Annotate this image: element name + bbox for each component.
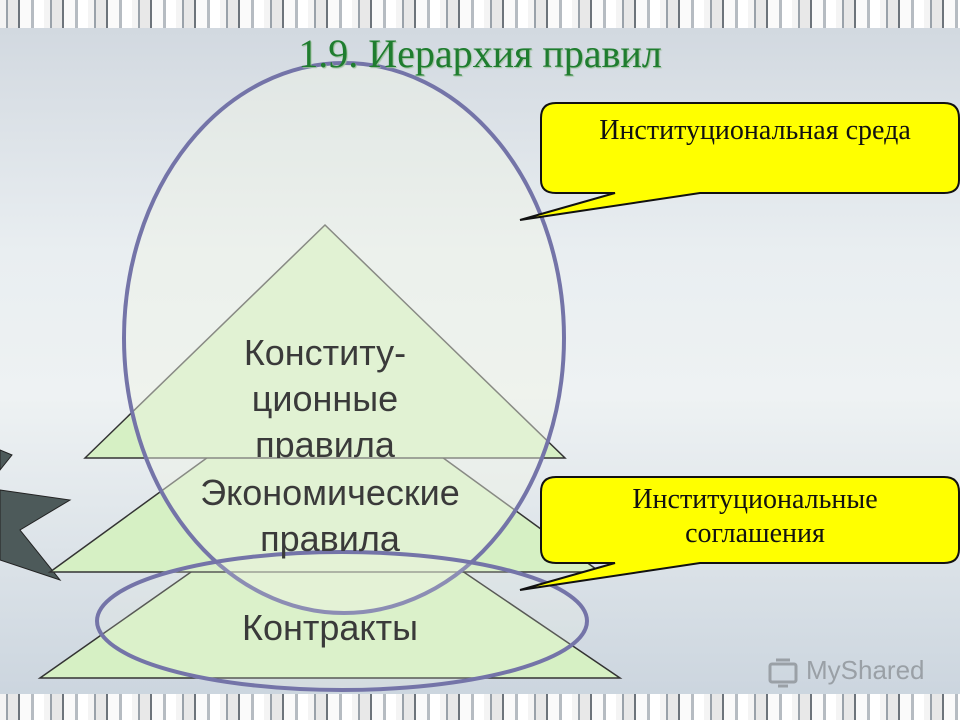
triangle-constitutional (83, 223, 567, 459)
watermark-label: MyShared (806, 655, 925, 685)
callout-agreements-text: Институциональные соглашения (632, 484, 878, 549)
watermark-text: MyShared (806, 655, 925, 686)
left-arrow-shape-2 (0, 489, 72, 582)
top-decor-strip (0, 0, 960, 28)
triangle-contracts (37, 477, 623, 679)
slide-title: 1.9. Иерархия правил (298, 31, 662, 76)
triangle-constitutional-label: Конститу-ционные правила (243, 332, 407, 458)
triangle-economic (47, 371, 603, 573)
left-arrow-shape (0, 449, 13, 471)
triangle-economic-label: Экономические правила (200, 472, 460, 559)
callout-agreements-shape (519, 476, 960, 591)
triangle-contracts-label: Контракты (242, 607, 418, 648)
callout-environment-shape (519, 102, 960, 221)
ellipse-agreements (95, 550, 589, 692)
watermark-icon (768, 658, 798, 688)
callout-environment-text: Институциональная среда (599, 115, 911, 146)
bottom-decor-strip (0, 694, 960, 720)
ellipse-environment (122, 61, 566, 615)
